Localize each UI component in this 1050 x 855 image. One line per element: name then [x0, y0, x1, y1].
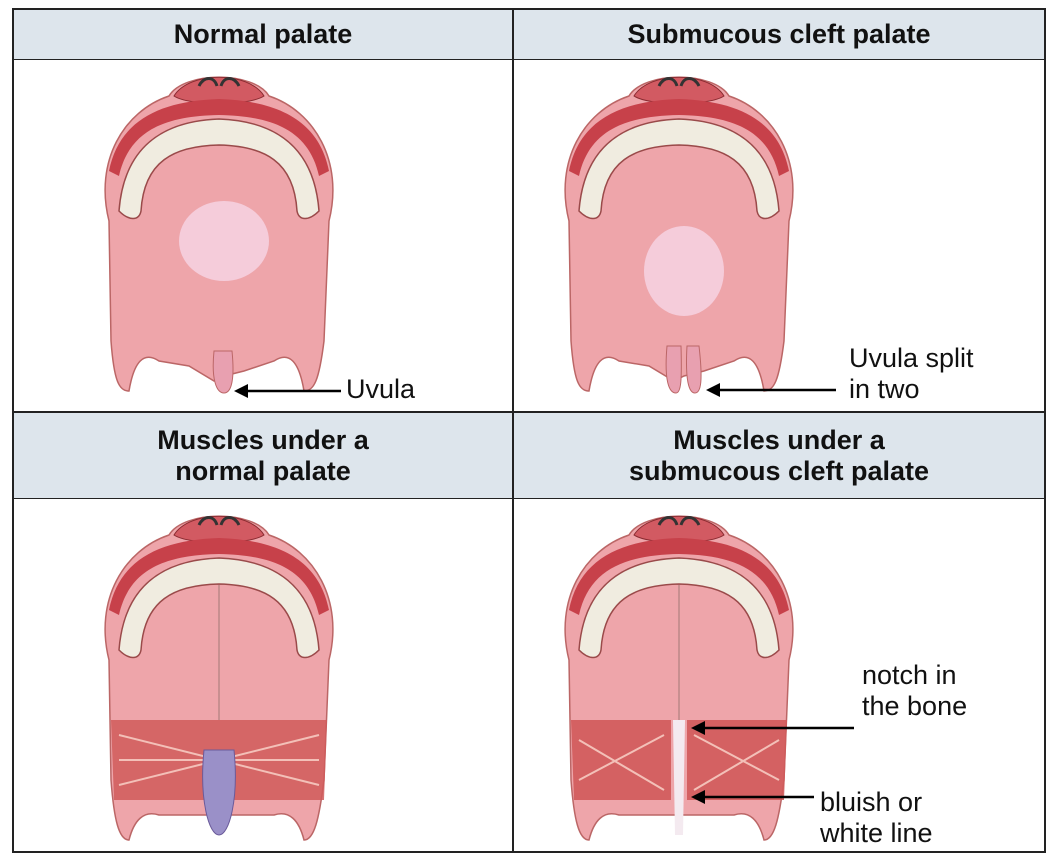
- panel-submucous-cleft: Uvula split in two: [514, 61, 1044, 411]
- header-submucous-cleft-palate-text: Submucous cleft palate: [627, 19, 930, 50]
- header-muscles-normal: Muscles under a normal palate: [14, 413, 512, 499]
- label-uvula-split: Uvula split in two: [849, 343, 974, 405]
- header-muscles-cleft-text: Muscles under a submucous cleft palate: [629, 425, 929, 487]
- panel-muscles-cleft: notch in the bone bluish or white line: [514, 500, 1044, 855]
- panel-muscles-normal: [14, 500, 512, 855]
- uvula-arrow: [14, 61, 512, 411]
- label-bluish-white-line: bluish or white line: [820, 787, 933, 849]
- figure-grid: Normal palate Submucous cleft palate Mus…: [12, 8, 1046, 853]
- muscles-normal-illustration: [14, 500, 512, 855]
- header-normal-palate: Normal palate: [14, 10, 512, 60]
- header-muscles-cleft: Muscles under a submucous cleft palate: [514, 413, 1044, 499]
- panel-normal-palate: Uvula: [14, 61, 512, 411]
- header-submucous-cleft-palate: Submucous cleft palate: [514, 10, 1044, 60]
- header-muscles-normal-text: Muscles under a normal palate: [157, 425, 369, 487]
- label-uvula: Uvula: [346, 374, 415, 405]
- label-notch-in-bone: notch in the bone: [862, 660, 967, 722]
- header-normal-palate-text: Normal palate: [174, 19, 353, 50]
